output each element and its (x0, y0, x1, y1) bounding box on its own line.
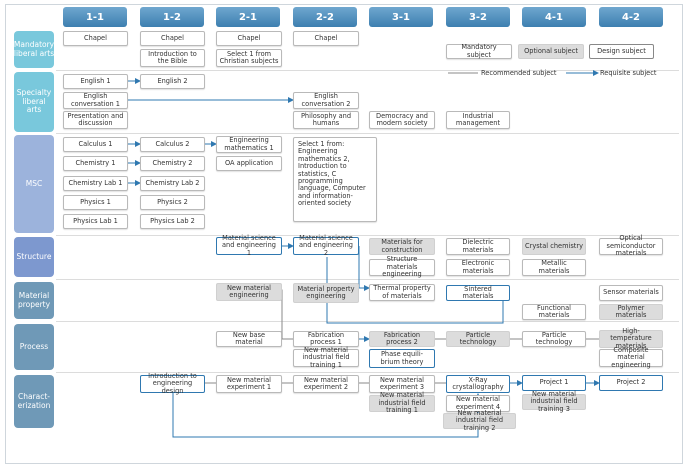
course-box: Polymer materials (599, 304, 663, 320)
course-box: Chapel (63, 31, 128, 46)
course-box: Fabrication process 1 (293, 331, 359, 347)
course-box: New material experiment 1 (216, 375, 282, 393)
course-box: Material property engineering (293, 283, 359, 303)
row-divider (56, 372, 679, 373)
course-box: OA application (216, 156, 282, 171)
course-box: New material experiment 3 (369, 375, 435, 393)
course-box: Sensor materials (599, 285, 663, 301)
course-box: Materials for construction (369, 238, 435, 255)
course-box: New material experiment 4 (446, 395, 510, 412)
course-box: Dielectric materials (446, 238, 510, 255)
legend-optional-box: Optional subject (518, 44, 584, 59)
course-box: Physics 2 (140, 195, 205, 210)
course-box: Thermal property of materials (369, 284, 435, 301)
course-box: X-Ray crystallography (446, 375, 510, 393)
legend-requisite-label: Requisite subject (600, 69, 657, 77)
course-box: Introduction to the Bible (140, 49, 205, 67)
course-box: New material industrial field training 1 (293, 346, 359, 368)
course-box: Project 2 (599, 375, 663, 391)
course-box: New material experiment 2 (293, 375, 359, 393)
course-box: Material science and engineering 1 (216, 234, 282, 256)
course-box: Chapel (216, 31, 282, 46)
course-box: Sintered materials (446, 285, 510, 301)
course-box: Structure materials engineering (369, 256, 435, 278)
course-box: Particle technology (446, 331, 510, 347)
row-label-process: Process (14, 324, 54, 370)
column-header-4-1: 4-1 (522, 7, 586, 27)
course-box: English conversation 2 (293, 92, 359, 109)
course-box: Calculus 2 (140, 137, 205, 152)
column-header-2-2: 2-2 (293, 7, 357, 27)
row-label-characterization: Charact-erization (14, 375, 54, 428)
row-divider (56, 321, 679, 322)
course-box: Industrial management (446, 111, 510, 129)
course-box: New material industrial field training 2 (443, 409, 516, 431)
course-box: Presentation and discussion (63, 111, 128, 129)
course-box: Functional materials (522, 304, 586, 320)
row-label-property: Material property (14, 282, 54, 319)
course-box: Chapel (293, 31, 359, 46)
course-box: Chemistry 1 (63, 156, 128, 171)
row-divider (56, 133, 679, 134)
course-box: Introduction to engineering design (140, 372, 205, 394)
course-box: Select 1 from Christian subjects (216, 49, 282, 67)
course-box: Chemistry Lab 1 (63, 176, 128, 191)
row-divider (56, 70, 679, 71)
diagram-frame (5, 4, 683, 464)
requisite-arrow (358, 246, 370, 291)
course-box: Electronic materials (446, 259, 510, 276)
course-box: Physics Lab 1 (63, 214, 128, 229)
course-box: Phase equili-brium theory (369, 349, 435, 368)
course-box: Calculus 1 (63, 137, 128, 152)
course-box: Material science and engineering 2 (293, 234, 359, 256)
column-header-2-1: 2-1 (216, 7, 280, 27)
course-box: Chemistry 2 (140, 156, 205, 171)
column-header-4-2: 4-2 (599, 7, 663, 27)
course-box: Fabrication process 2 (369, 331, 435, 347)
course-box: Philosophy and humans (293, 111, 359, 129)
course-box: Democracy and modern society (369, 111, 435, 129)
course-box: New base material (216, 331, 282, 347)
course-box: Project 1 (522, 375, 586, 391)
row-divider (56, 235, 679, 236)
course-box: Physics 1 (63, 195, 128, 210)
course-box: New material industrial field training 3 (522, 390, 586, 412)
course-box: Physics Lab 2 (140, 214, 205, 229)
column-header-1-2: 1-2 (140, 7, 204, 27)
legend-recommended-label: Recommended subject (481, 69, 557, 77)
legend-design-box: Design subject (589, 44, 654, 59)
row-label-structure: Structure (14, 237, 54, 277)
row-label-mandatory: Mandatory liberal arts (14, 31, 54, 68)
column-header-3-2: 3-2 (446, 7, 510, 27)
course-box: Select 1 from: Engineering mathematics 2… (293, 137, 377, 222)
row-label-specialty: Specialty liberal arts (14, 72, 54, 132)
column-header-3-1: 3-1 (369, 7, 433, 27)
course-box: High-temperature materials (599, 327, 663, 349)
row-divider (56, 279, 679, 280)
course-box: Optical semiconductor materials (599, 235, 663, 257)
course-box: Crystal chemistry (522, 238, 586, 255)
legend-mandatory-box: Mandatory subject (446, 43, 512, 59)
course-box: English conversation 1 (63, 92, 128, 109)
course-box: Chapel (140, 31, 205, 46)
course-box: Particle technology (522, 331, 586, 347)
row-label-msc: MSC (14, 135, 54, 233)
course-box: New material engineering (216, 283, 282, 301)
course-box: English 2 (140, 74, 205, 89)
course-box: New material industrial field training 1 (369, 392, 435, 414)
course-box: Chemistry Lab 2 (140, 176, 205, 191)
course-box: Metallic materials (522, 259, 586, 276)
course-box: Engineering mathematics 1 (216, 136, 282, 153)
course-box: English 1 (63, 74, 128, 89)
column-header-1-1: 1-1 (63, 7, 127, 27)
course-box: Composite material engineering (599, 346, 663, 368)
